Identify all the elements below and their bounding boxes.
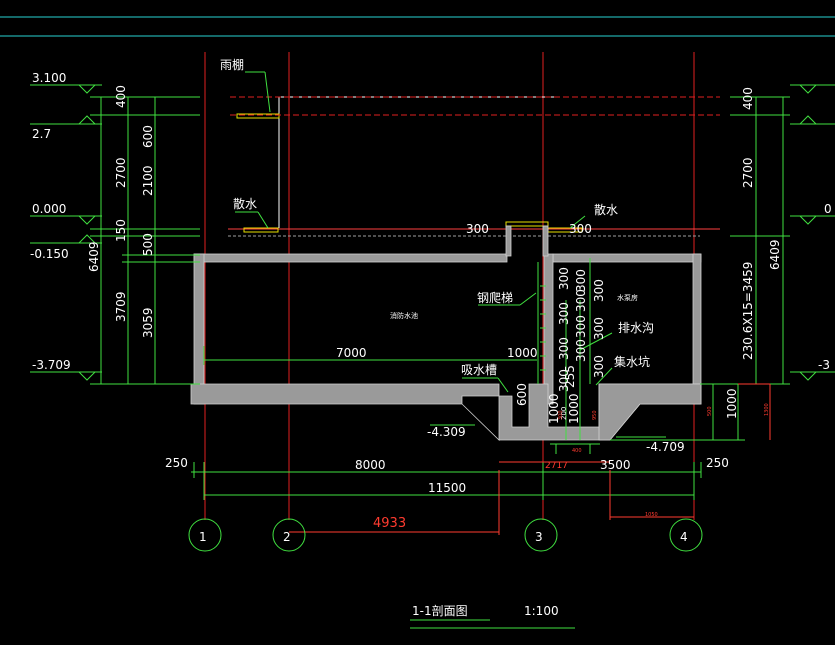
ladder — [537, 262, 546, 384]
step-300-6: 300 — [574, 315, 588, 338]
label-suction-trough: 吸水槽 — [461, 363, 497, 377]
concrete-section — [190, 225, 702, 441]
step-300-3: 300 — [557, 337, 571, 360]
dim-red-300: 300 — [558, 410, 564, 420]
label-drain-ditch: 排水沟 — [618, 321, 654, 335]
step-300-12: 300 — [557, 369, 571, 392]
dim-7000: 7000 — [336, 346, 367, 360]
dim-1000-pit: 1000 — [547, 393, 561, 424]
step-300-7: 300 — [574, 339, 588, 362]
dim-1000-right: 1000 — [725, 388, 739, 419]
dim-red-1050: 1050 — [645, 512, 658, 518]
dim-1000-pit2: 1000 — [567, 393, 581, 424]
dim-li-2100: 2100 — [141, 165, 155, 196]
title-underline — [410, 619, 575, 629]
dim-red-400: 400 — [572, 448, 582, 454]
dim-1000-left: 1000 — [507, 346, 538, 360]
step-300-11: 300 — [569, 222, 592, 236]
dim-red-4933: 4933 — [373, 516, 406, 531]
label-apron-right: 散水 — [594, 202, 618, 217]
label-pump-room: 水泵房 — [617, 293, 638, 302]
red-dimension-lines — [289, 383, 771, 535]
dim-255: 255 — [563, 365, 577, 388]
drawing-scale: 1:100 — [524, 604, 559, 618]
canopy-structure — [230, 96, 720, 228]
label-canopy: 雨棚 — [220, 57, 244, 72]
step-300-2: 300 — [557, 302, 571, 325]
dim-8000: 8000 — [355, 458, 386, 472]
elevation-minus-4709: -4.709 — [646, 440, 685, 454]
dim-3500: 3500 — [600, 458, 631, 472]
elevation-right-0: 0 — [824, 202, 832, 216]
dim-lo-400: 400 — [114, 85, 128, 108]
dim-200: 200 — [560, 407, 568, 420]
leader-lines — [235, 71, 613, 393]
dim-ro-2700: 2700 — [741, 157, 755, 188]
elevation-minus-0150: -0.150 — [30, 247, 69, 261]
axis-number-2: 2 — [283, 530, 291, 544]
dim-ro-3459: 230.6X15=3459 — [741, 262, 755, 360]
elevation-minus-3709: -3.709 — [32, 358, 71, 372]
elevation-2-7: 2.7 — [32, 127, 51, 141]
dim-11500: 11500 — [428, 481, 466, 495]
axis-grid-lines — [204, 52, 695, 520]
dim-250-left: 250 — [165, 456, 188, 470]
axis-number-4: 4 — [680, 530, 688, 544]
elevation-3100: 3.100 — [32, 71, 66, 85]
dim-li-500: 500 — [141, 233, 155, 256]
dim-lo-150: 150 — [114, 219, 128, 242]
elevation-minus-4309: -4.309 — [427, 425, 466, 439]
axis-number-3: 3 — [535, 530, 543, 544]
elevation-0000: 0.000 — [32, 202, 66, 216]
step-300-8: 300 — [592, 279, 606, 302]
dim-li-600: 600 — [141, 125, 155, 148]
drawing-title: 1-1剖面图 — [412, 604, 468, 618]
dim-lo-6409: 6409 — [87, 241, 101, 272]
axis-bubbles — [188, 518, 703, 552]
dim-red-2717: 2717 — [545, 461, 568, 471]
step-300-10: 300 — [592, 355, 606, 378]
elevation-right-minus-3: -3 — [818, 358, 830, 372]
dim-ro-6409: 6409 — [768, 239, 782, 270]
axis-number-1: 1 — [199, 530, 207, 544]
label-ladder: 钢爬梯 — [477, 291, 513, 305]
dim-red-950: 950 — [592, 410, 598, 420]
dim-ro-400: 400 — [741, 87, 755, 110]
dim-lo-3709: 3709 — [114, 291, 128, 322]
label-sump: 集水坑 — [614, 354, 650, 369]
step-300-9: 300 — [592, 317, 606, 340]
label-apron-left: 散水 — [233, 196, 257, 211]
dim-red-500: 500 — [707, 406, 713, 416]
label-fire-pool: 消防水池 — [390, 311, 418, 320]
dim-600: 600 — [515, 383, 529, 406]
step-300-5: 300 — [574, 289, 588, 312]
elevation-marks — [30, 84, 835, 438]
dim-red-1300: 1300 — [764, 403, 770, 416]
ground-line — [228, 221, 720, 237]
dimension-lines — [90, 96, 790, 500]
step-300-1: 300 — [557, 267, 571, 290]
frame-lines — [0, 16, 835, 37]
step-300-4: 300 — [574, 269, 588, 292]
dim-li-3059: 3059 — [141, 307, 155, 338]
dim-250-right: 250 — [706, 456, 729, 470]
dim-lo-2700: 2700 — [114, 157, 128, 188]
dim-300-left: 300 — [466, 222, 489, 236]
